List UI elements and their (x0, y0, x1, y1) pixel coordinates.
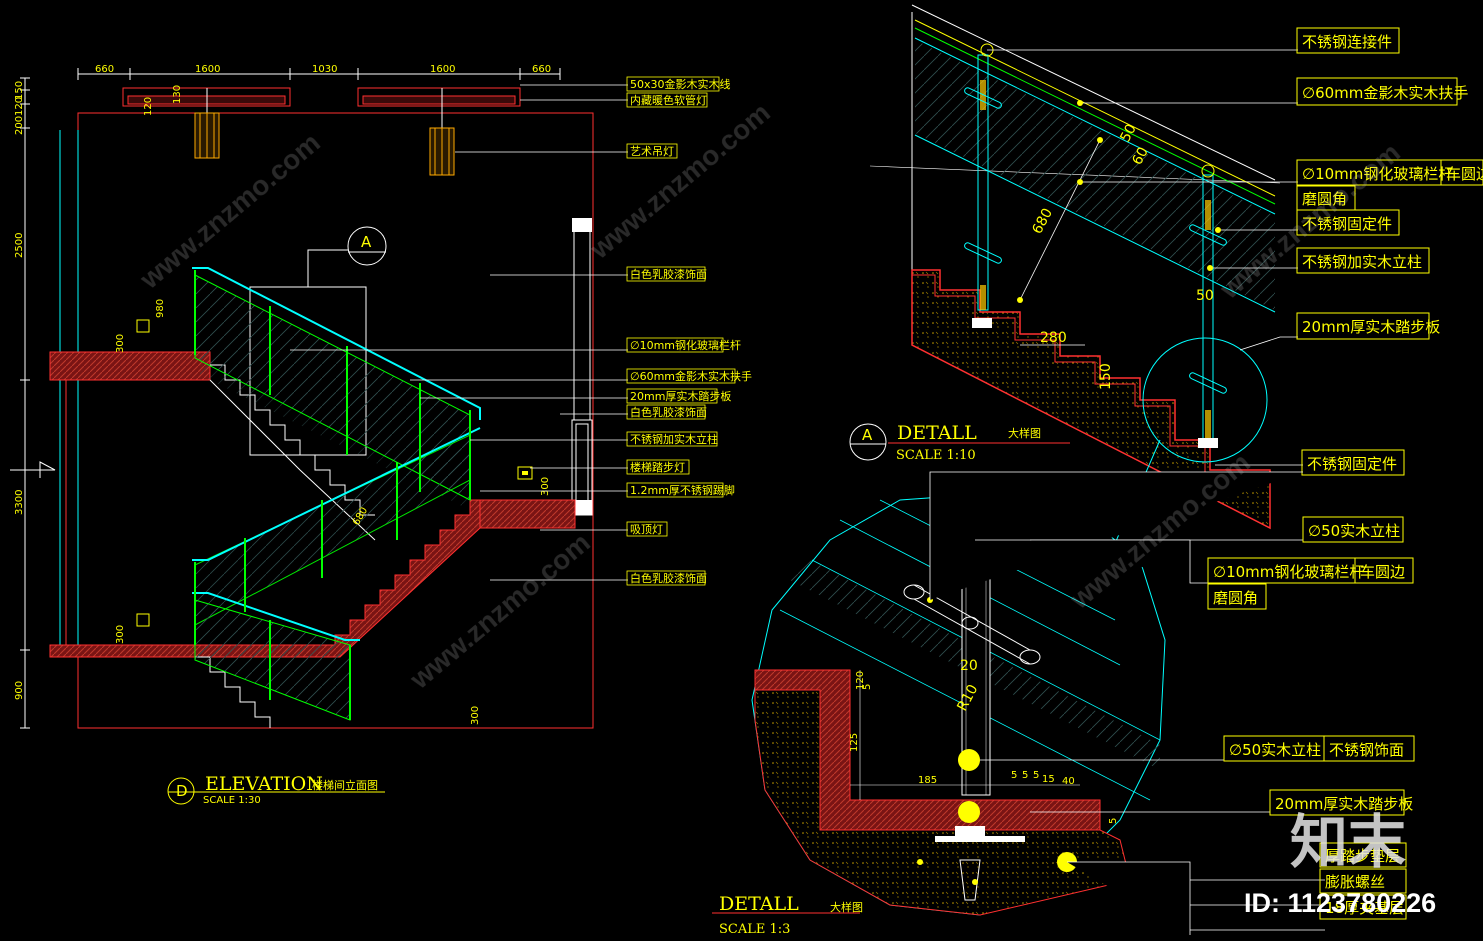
detail-a-dim-2: 680 (1029, 206, 1056, 237)
detail-a-label-1: ∅60mm金影木实木扶手 (1302, 84, 1468, 102)
detail-b-label-2: 车圆边 (1360, 563, 1405, 581)
dim-inner-1: 130 (172, 85, 183, 104)
detail-b-label-6: 20mm厚实木踏步板 (1275, 795, 1413, 813)
detail-b-dim-4: 125 (849, 733, 860, 752)
detail-a-label-8: 不锈钢固定件 (1307, 455, 1397, 473)
elev-label-4: ∅10mm钢化玻璃栏杆 (630, 338, 741, 352)
dim-inner-3: 300 (115, 334, 126, 353)
watermark-text: www.znzmo.com (133, 127, 326, 296)
detail-b-title-cn: 大样图 (830, 900, 863, 914)
detail-b-dim-5: 185 (918, 775, 937, 786)
elev-label-3: 白色乳胶漆饰面 (630, 267, 707, 281)
elevation-title-marker: D (176, 782, 188, 800)
detail-b-dim-10: 40 (1062, 776, 1075, 787)
detail-b-label-7: 厚踏步垫层 (1325, 847, 1400, 865)
elev-label-11: 吸顶灯 (630, 523, 663, 536)
dim-inner-2: 980 (155, 299, 166, 318)
detail-b-labels: ∅50实木立柱 ∅10mm钢化玻璃栏杆 车圆边 磨圆角 ∅50实木立柱 不锈钢饰… (1207, 516, 1415, 920)
dim-left-2: 200 (14, 116, 25, 135)
elev-label-0: 50x30金影木实木线 (630, 77, 731, 91)
dim-inner-0: 120 (143, 97, 154, 116)
elev-label-6: 20mm厚实木踏步板 (630, 389, 731, 403)
detail-a-drawing: 680 50 60 50 280 150 A DETALL 大样图 SCALE … (849, 4, 1303, 556)
elevation-scale: SCALE 1:30 (203, 795, 261, 806)
detail-b-title: DETALL (719, 893, 799, 915)
detail-a-dim-0: 50 (1117, 122, 1139, 145)
detail-a-label-6: 不锈钢加实木立柱 (1302, 253, 1422, 271)
detail-a-dim-5: 150 (1098, 363, 1114, 390)
detail-a-title-cn: 大样图 (1008, 426, 1041, 440)
detail-a-marker: A (862, 426, 873, 444)
elev-label-9: 楼梯踏步灯 (630, 460, 685, 474)
elev-label-1: 内藏暖色软管灯 (630, 93, 707, 107)
detail-b-dim-9: 15 (1042, 774, 1055, 785)
detail-b-dim-7: 5 (1022, 770, 1028, 781)
elev-label-2: 艺术吊灯 (630, 145, 674, 158)
watermark-brand: 知末 (1290, 808, 1406, 876)
dim-top-1: 1600 (195, 64, 220, 75)
watermark-id: ID: 1123780226 (1244, 888, 1436, 918)
elev-label-12: 白色乳胶漆饰面 (630, 571, 707, 585)
dim-left-5: 900 (14, 681, 25, 700)
detail-a-dim-3: 50 (1196, 288, 1214, 304)
dim-top-0: 660 (95, 64, 114, 75)
detail-a-scale: SCALE 1:10 (896, 448, 976, 463)
detail-b-dim-8: 5 (1033, 770, 1039, 781)
detail-b-dim-2: 120 (855, 671, 866, 690)
detail-a-labels: 不锈钢连接件 ∅60mm金影木实木扶手 ∅10mm钢化玻璃栏杆 车圆边 磨圆角 … (1296, 27, 1483, 476)
watermark-text: www.znzmo.com (583, 97, 776, 266)
dim-left-4: 3300 (14, 490, 25, 515)
detail-a-dim-4: 280 (1040, 330, 1067, 346)
detail-a-label-4: 磨圆角 (1302, 190, 1347, 208)
elevation-left-dims: 150 120 200 2500 3300 900 (14, 81, 25, 700)
detail-b-label-3: 磨圆角 (1213, 589, 1258, 607)
elev-label-8: 不锈钢加实木立柱 (630, 432, 718, 446)
dim-top-3: 1600 (430, 64, 455, 75)
dim-inner-6: 300 (540, 477, 551, 496)
detail-a-label-5: 不锈钢固定件 (1302, 215, 1392, 233)
detail-a-label-7: 20mm厚实木踏步板 (1302, 318, 1440, 336)
elevation-top-dims: 660 1600 1030 1600 660 (95, 64, 551, 75)
detail-b-label-4: ∅50实木立柱 (1229, 741, 1321, 759)
section-marker-a: A (361, 233, 372, 251)
detail-b-dim-6: 5 (1011, 770, 1017, 781)
dim-left-0: 150 (14, 81, 25, 100)
elevation-title: ELEVATION (205, 773, 323, 795)
elev-label-5: ∅60mm金影木实木扶手 (630, 369, 752, 383)
dim-left-1: 120 (14, 97, 25, 116)
elevation-title-cn: 楼梯间立面图 (312, 778, 378, 792)
detail-b-label-0: ∅50实木立柱 (1308, 522, 1400, 540)
detail-b-dim-11: 5 (1108, 818, 1119, 824)
detail-b-dim-0: 20 (960, 658, 978, 674)
dim-top-4: 660 (532, 64, 551, 75)
detail-b-label-8: 膨胀螺丝 (1325, 873, 1385, 891)
detail-b-label-5: 不锈钢饰面 (1329, 741, 1404, 759)
elevation-labels: 50x30金影木实木线 内藏暖色软管灯 艺术吊灯 白色乳胶漆饰面 ∅10mm钢化… (626, 76, 752, 586)
dim-top-2: 1030 (312, 64, 337, 75)
detail-b-label-9: 18厚夹基层 (1325, 899, 1404, 917)
detail-a-dim-1: 60 (1129, 145, 1151, 168)
detail-a-title: DETALL (897, 422, 977, 444)
detail-b-drawing: 120 5 125 20 R10 185 5 5 5 15 40 5 DETAL… (712, 471, 1325, 937)
elev-label-7: 白色乳胶漆饰面 (630, 405, 707, 419)
dim-inner-7: 300 (470, 706, 481, 725)
dim-inner-4: 300 (115, 625, 126, 644)
detail-b-label-1: ∅10mm钢化玻璃栏杆 (1213, 563, 1364, 581)
dim-left-3: 2500 (14, 233, 25, 258)
elevation-drawing: A (10, 68, 628, 806)
detail-a-label-2: ∅10mm钢化玻璃栏杆 (1302, 165, 1453, 183)
detail-b-dim-3: 5 (862, 684, 873, 690)
elev-label-10: 1.2mm厚不锈钢踢脚 (630, 483, 735, 497)
detail-a-label-3: 车圆边 (1446, 165, 1483, 183)
detail-a-label-0: 不锈钢连接件 (1302, 33, 1392, 51)
detail-b-scale: SCALE 1:3 (719, 922, 790, 937)
